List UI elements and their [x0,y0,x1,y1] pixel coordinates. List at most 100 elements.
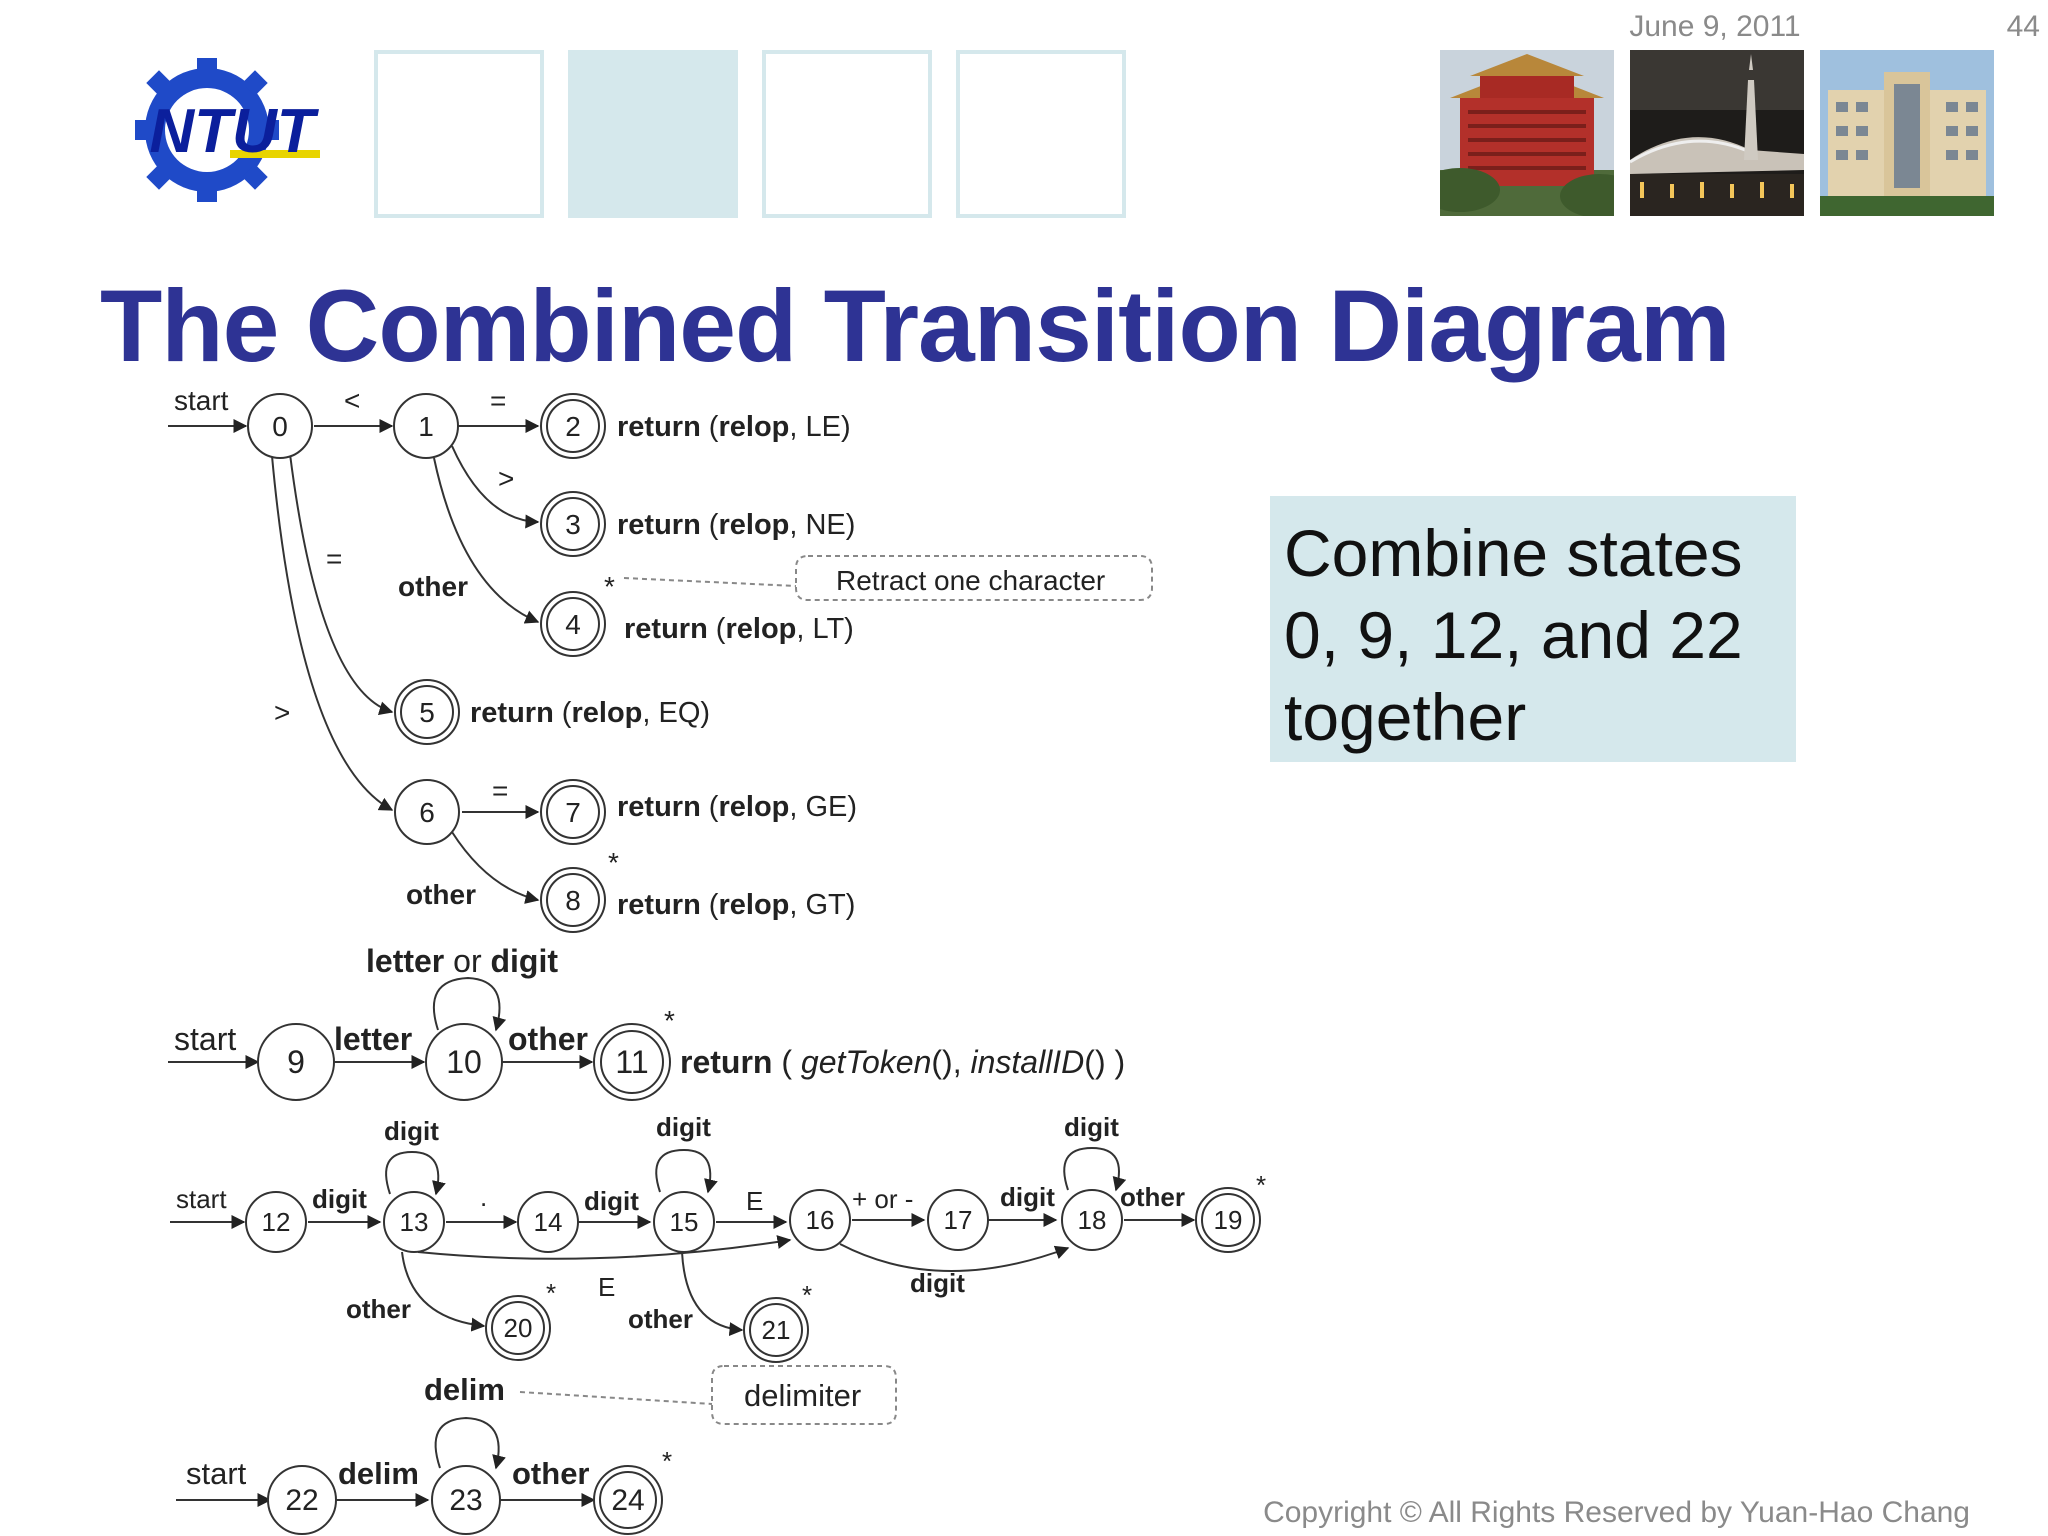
edge-1-4 [433,457,540,624]
edge-label-digit-17-18: digit [1000,1182,1055,1212]
loop-label-digit-13: digit [384,1116,439,1146]
state-12 [245,1191,307,1253]
header-decor-box-4 [956,50,1126,218]
combine-states-callout: Combine states 0, 9, 12, and 22 together [1270,496,1796,762]
callout-line-2: 0, 9, 12, and 22 [1284,598,1743,672]
edge-0-6 [271,455,394,811]
edge-label-other-10-11: other [508,1021,588,1057]
edge-6-8 [451,831,540,904]
edge-label-plus-minus: + or - [852,1184,913,1214]
star-24: * [662,1446,672,1476]
state-label-15: 15 [670,1207,699,1237]
state-9 [257,1023,335,1101]
header-decor-box-2 [568,50,738,218]
state-10 [425,1023,503,1101]
edge-label-letter: letter [334,1021,412,1057]
start-label-ws: start [186,1456,247,1491]
action-state-3: return(relop, NE) [617,509,855,541]
edge-label-digit-14-15: digit [584,1186,639,1216]
state-label-17: 17 [944,1205,973,1235]
state-label-4: 4 [565,609,581,640]
state-17 [927,1189,989,1251]
edge-label-gt-0-6: > [274,697,290,728]
edge-label-other-18-19: other [1120,1182,1185,1212]
state-label-5: 5 [419,697,435,728]
action-state-5: return(relop, EQ) [470,697,710,729]
state-label-19: 19 [1214,1205,1243,1235]
state-22 [267,1465,337,1535]
slide-date: June 9, 2011 [1629,10,1801,43]
state-23 [431,1465,501,1535]
edge-label-eq-0-5: = [326,543,342,574]
delimiter-note-box [711,1365,897,1425]
state-label-7: 7 [565,797,581,828]
state-6 [394,779,460,845]
edge-label-eq-1-2: = [490,385,506,416]
photo-campus-building [1820,50,1994,216]
photo-night-bridge [1630,50,1804,216]
star-19: * [1256,1170,1266,1200]
delimiter-note-text: delimiter [744,1378,861,1413]
edge-10-loop [432,976,507,1032]
loop-label-digit-15: digit [656,1112,711,1142]
edge-13-20 [401,1251,486,1332]
logo-text: NTUT [149,97,319,166]
start-label-number: start [176,1184,227,1214]
retract-note-text: Retract one character [836,565,1105,596]
state-label-9: 9 [287,1044,305,1080]
edge-label-eq-6-7: = [492,775,508,806]
state-label-2: 2 [565,411,581,442]
loop-label-delim: delim [424,1372,505,1407]
state-label-22: 22 [285,1484,318,1517]
star-11: * [664,1005,675,1036]
start-label-id: start [174,1021,236,1057]
state-label-10: 10 [446,1044,482,1080]
action-state-4: return(relop, LT) [624,613,854,645]
retract-note-box [795,555,1153,601]
state-label-13: 13 [400,1207,429,1237]
state-label-16: 16 [806,1205,835,1235]
edge-label-other-6-8: other [406,879,476,910]
edge-label-gt-1-3: > [498,463,514,494]
star-20: * [546,1278,556,1308]
delimiter-note-leader [519,1391,713,1405]
state-label-8: 8 [565,885,581,916]
action-state-7: return(relop, GE) [617,791,857,823]
callout-line-1: Combine states [1284,516,1743,590]
state-label-3: 3 [565,509,581,540]
start-label-relop: start [174,385,229,416]
edge-0-5 [289,453,394,715]
state-label-11: 11 [615,1044,648,1080]
star-21: * [802,1280,812,1310]
slide-title: The Combined Transition Diagram [100,269,1731,383]
edge-16-18 [839,1243,1070,1272]
callout-line-3: together [1284,680,1527,754]
loop-label-letter-or-digit: letter or digit [366,943,558,979]
action-state-8: return(relop, GT) [617,889,855,921]
state-label-20: 20 [504,1313,533,1343]
edge-label-other-1-4: other [398,571,468,602]
state-1 [393,393,459,459]
state-0 [247,393,313,459]
edge-label-E-13-16: E [598,1272,615,1302]
state-label-12: 12 [262,1207,291,1237]
state-label-23: 23 [449,1484,482,1517]
edge-label-digit-16-18: digit [910,1268,965,1298]
edge-label-E-15-16: E [746,1186,763,1216]
retract-star: * [604,571,615,602]
star-8: * [608,847,619,878]
state-label-6: 6 [419,797,435,828]
action-state-11: return ( getToken(), installID() ) [680,1044,1125,1080]
header-decor-box-1 [374,50,544,218]
action-state-2: return(relop, LE) [617,411,851,443]
state-label-0: 0 [272,411,288,442]
edge-18-loop [1063,1146,1127,1192]
edge-label-digit-12-13: digit [312,1184,367,1214]
edge-label-other-13-20: other [346,1294,411,1324]
loop-label-digit-18: digit [1064,1112,1119,1142]
edge-label-dot: . [480,1182,487,1212]
retract-note-leader [623,577,797,587]
edge-15-loop [655,1148,718,1194]
edge-label-other-23-24: other [512,1456,590,1491]
